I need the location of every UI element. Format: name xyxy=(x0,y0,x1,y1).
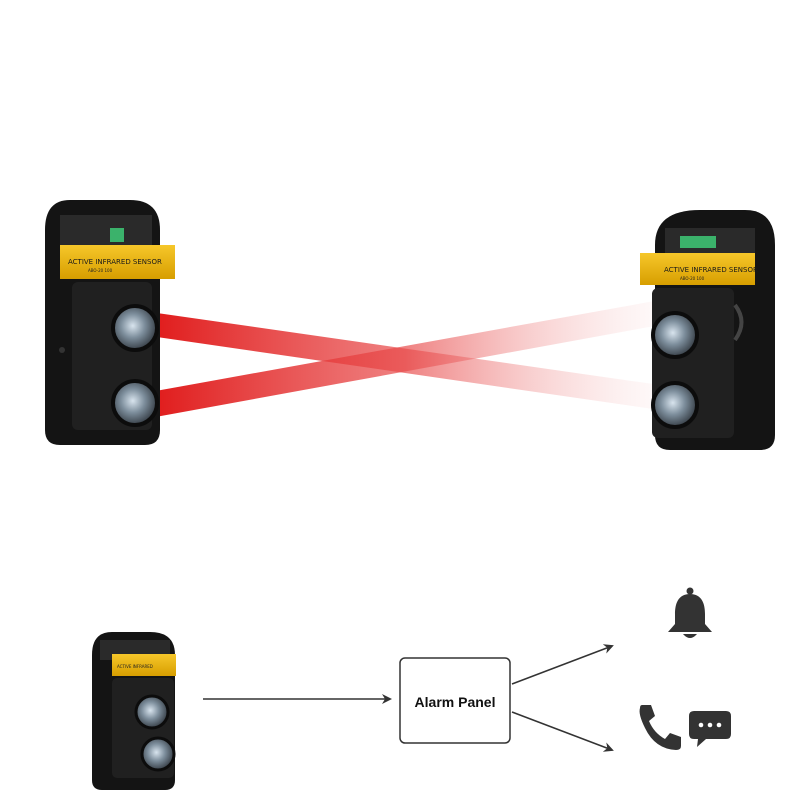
sensor-label-left: ACTIVE INFRARED SENSOR xyxy=(68,258,162,266)
alarm-panel-label: Alarm Panel xyxy=(415,694,496,710)
sensor-receiver: ACTIVE INFRARED SENSOR ABO-20 100 xyxy=(640,210,775,450)
sensor-label-small: ACTIVE INFRARED xyxy=(117,664,153,669)
sensor-model-right: ABO-20 100 xyxy=(680,276,705,281)
sensor-small: ACTIVE INFRARED xyxy=(92,632,176,790)
alarm-panel: Alarm Panel xyxy=(399,657,511,744)
infrared-beam-lower xyxy=(150,300,660,418)
sensor-label-right: ACTIVE INFRARED SENSOR xyxy=(664,266,758,274)
phone-icon xyxy=(639,705,681,750)
receiver-lens-upper xyxy=(651,311,699,359)
infrared-beams xyxy=(150,300,660,418)
sensor-transmitter: ACTIVE INFRARED SENSOR ABO-20 100 xyxy=(45,200,175,445)
arrow-panel-to-bell xyxy=(511,644,614,685)
message-icon xyxy=(689,711,731,747)
alarm-panel-box xyxy=(399,657,511,744)
transmitter-lens-upper xyxy=(111,304,159,352)
bell-icon xyxy=(668,587,712,638)
transmitter-lens-lower xyxy=(111,379,159,427)
arrow-panel-to-phone xyxy=(511,711,614,752)
sensor-model-left: ABO-20 100 xyxy=(88,268,113,273)
receiver-lens-lower xyxy=(651,381,699,429)
